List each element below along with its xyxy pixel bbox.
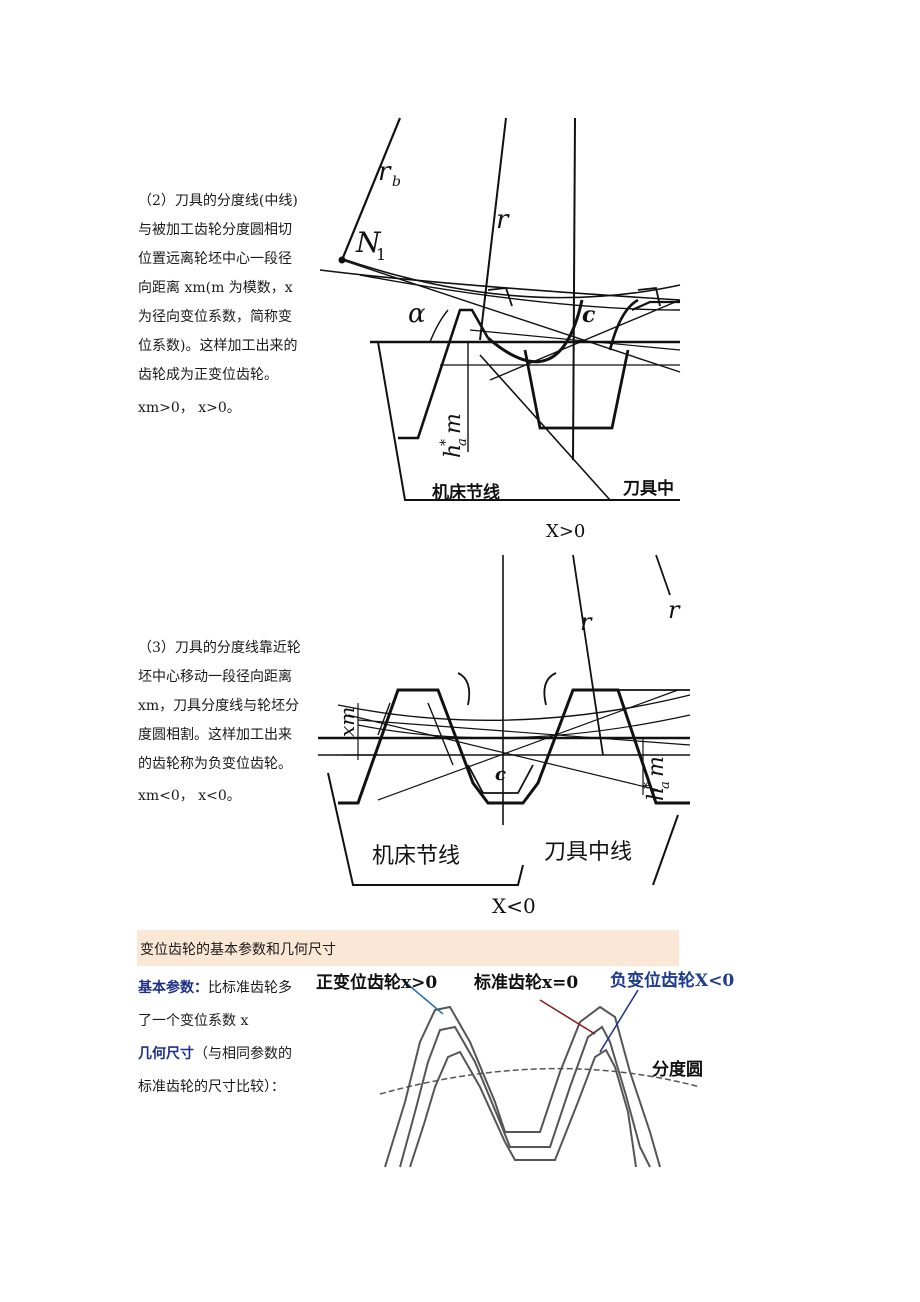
section2-paragraph: （2）刀具的分度线(中线) 与被加工齿轮分度圆相切 位置远离轮坯中心一段径 向距…	[138, 187, 298, 423]
label-negative-gear: 负变位齿轮X<0	[610, 970, 734, 991]
gear-comparison-figure: 正变位齿轮x>0 标准齿轮x=0 负变位齿轮X<0 分度圆	[316, 970, 734, 1168]
label-r: r	[580, 608, 593, 636]
label-cutter-center-line: 刀具中	[623, 478, 674, 499]
label-machine-pitch-line: 机床节线	[372, 844, 460, 869]
label-ham: h	[644, 787, 669, 801]
standard-leader	[539, 999, 596, 1035]
point-N1	[338, 256, 346, 264]
section3-line: （3）刀具的分度线靠近轮	[138, 640, 301, 656]
label-ham-m: m	[441, 413, 466, 434]
label-n: N	[355, 226, 382, 259]
label-n-sub: 1	[376, 245, 386, 264]
basic-params-text: 比标准齿轮多	[208, 980, 292, 996]
section3-line: 度圆相割。这样加工出来	[138, 727, 292, 743]
label-ham-star: *	[641, 782, 657, 789]
params-line-4: 标准齿轮的尺寸比较）：	[138, 1079, 285, 1095]
params-line-2: 了一个变位系数 x	[138, 1013, 249, 1029]
label-ham-sub: a	[658, 781, 673, 789]
label-c: c	[495, 764, 506, 785]
caption-positive: X>0	[546, 521, 585, 542]
basic-params-label: 基本参数：	[138, 980, 208, 996]
label-ham-star: *	[438, 439, 454, 446]
label-ham-sub: a	[455, 438, 470, 446]
label-ham-m: m	[644, 756, 669, 777]
params-paragraph: 基本参数：比标准齿轮多 了一个变位系数 x 几何尺寸（与相同参数的 标准齿轮的尺…	[138, 972, 292, 1104]
section2-line: 向距离 xm(m 为模数，x	[138, 280, 293, 296]
section3-paragraph: （3）刀具的分度线靠近轮 坯中心移动一段径向距离 xm，刀具分度线与轮坯分 度圆…	[138, 634, 301, 811]
label-rb: r	[668, 596, 681, 624]
section3-line: xm，刀具分度线与轮坯分	[138, 698, 300, 714]
section3-line: xm<0， x<0。	[138, 788, 241, 804]
label-pitch-circle: 分度圆	[652, 1059, 703, 1080]
negative-leader	[599, 989, 639, 1053]
section2-line: 位置远离轮坯中心一段径	[138, 251, 292, 267]
section3-line: 的齿轮称为负变位齿轮。	[138, 756, 292, 772]
label-standard-gear: 标准齿轮x=0	[474, 972, 578, 993]
section2-line: xm>0， x>0。	[138, 400, 241, 416]
label-r: r	[496, 205, 510, 235]
caption-negative: X<0	[492, 894, 536, 918]
geometry-text: （与相同参数的	[194, 1046, 292, 1062]
label-xm: xm	[335, 707, 359, 737]
section2-line: 位系数)。这样加工出来的	[138, 338, 298, 354]
section2-line: 为径向变位系数，简称变	[138, 309, 292, 325]
params-line-3: 几何尺寸（与相同参数的	[138, 1038, 292, 1071]
label-positive-gear: 正变位齿轮x>0	[316, 972, 437, 993]
label-cutter-center-line: 刀具中线	[544, 840, 632, 865]
positive-leader	[404, 981, 444, 1015]
section2-line: 齿轮成为正变位齿轮。	[138, 367, 278, 383]
label-ham: h	[441, 444, 466, 458]
banner-title: 变位齿轮的基本参数和几何尺寸	[140, 942, 336, 958]
label-rb: r	[378, 157, 392, 187]
label-rb-sub: b	[392, 174, 401, 190]
section2-line: 与被加工齿轮分度圆相切	[138, 222, 292, 238]
positive-shift-figure: r b r N 1 α c h * a m 机床节线 刀具中 X>0	[319, 117, 681, 542]
negative-shift-figure: r r c xm h * a m 机床节线 刀具中线 X<0	[318, 554, 691, 918]
label-machine-pitch-line: 机床节线	[432, 482, 500, 503]
section2-line: （2）刀具的分度线(中线)	[138, 193, 298, 209]
section-banner: 变位齿轮的基本参数和几何尺寸	[137, 930, 679, 966]
label-alpha: α	[408, 299, 426, 329]
geometry-label: 几何尺寸	[138, 1046, 194, 1062]
section3-line: 坯中心移动一段径向距离	[138, 669, 292, 685]
label-c: c	[582, 302, 596, 328]
params-line-1: 基本参数：比标准齿轮多	[138, 972, 292, 1005]
